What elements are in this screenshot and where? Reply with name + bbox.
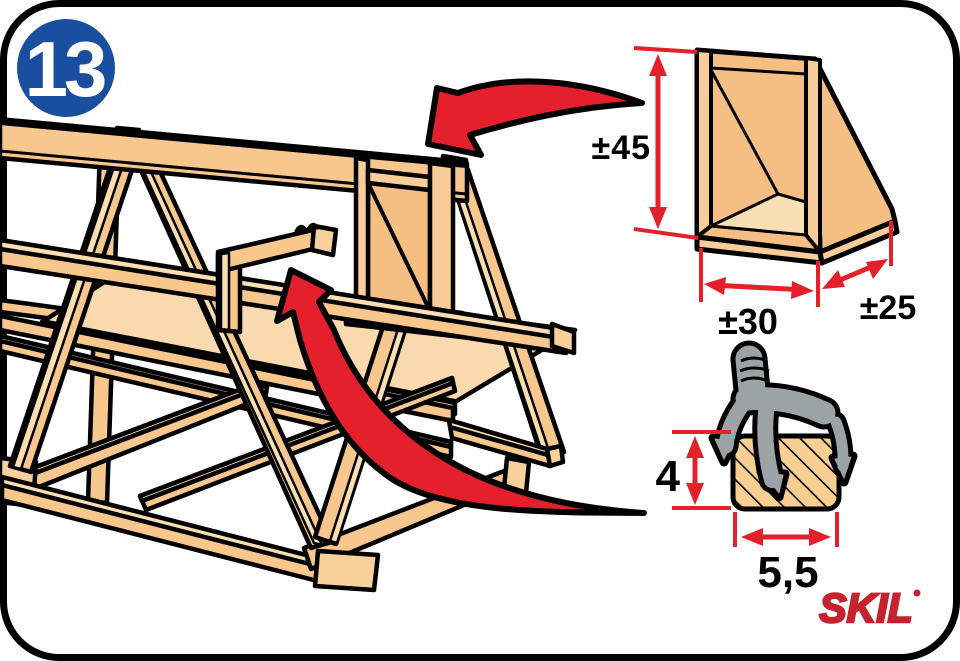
svg-text:±30: ±30 <box>718 301 778 342</box>
svg-text:4: 4 <box>656 452 681 501</box>
svg-text:13: 13 <box>25 25 105 113</box>
svg-text:±25: ±25 <box>860 289 916 327</box>
svg-text:5,5: 5,5 <box>757 548 818 597</box>
svg-text:±45: ±45 <box>592 129 651 167</box>
svg-text:SKIL: SKIL <box>819 585 912 631</box>
